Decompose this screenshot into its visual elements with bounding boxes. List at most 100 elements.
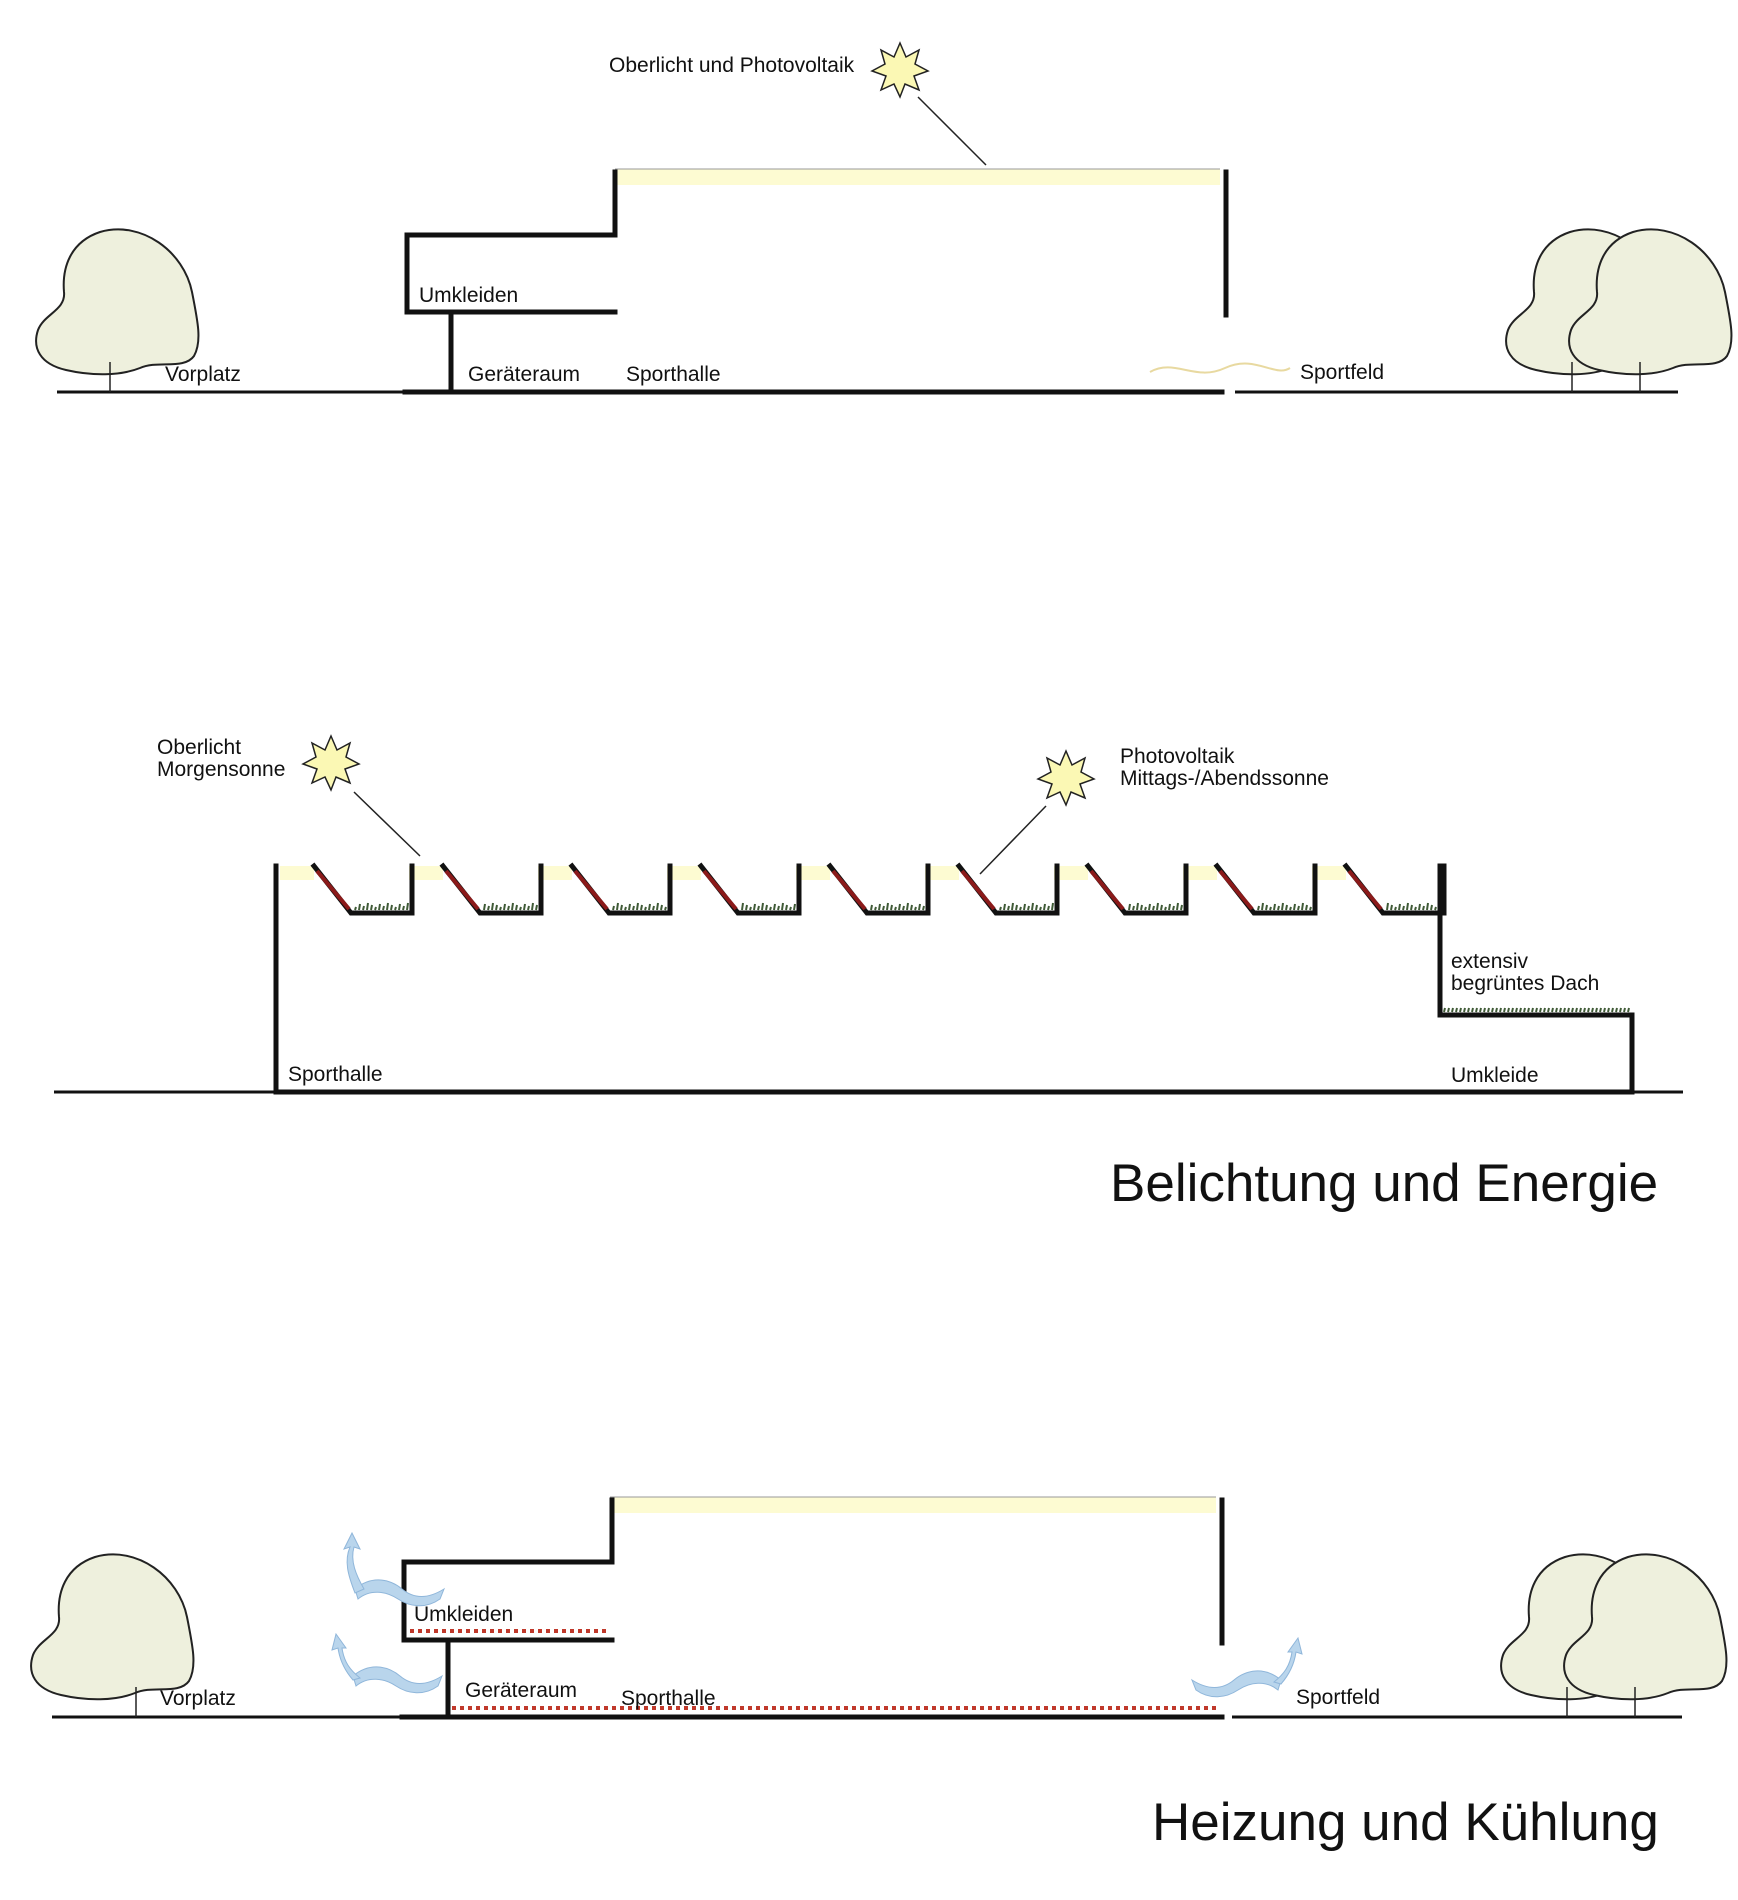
grass-blade — [1051, 902, 1054, 911]
grass-blade — [519, 906, 522, 911]
grass-blade — [1491, 1007, 1494, 1013]
grass-blade — [366, 902, 369, 911]
grass-blade — [495, 904, 498, 911]
pv-panel — [960, 869, 996, 911]
sun-icon — [871, 42, 929, 98]
grass-blade — [1559, 1007, 1562, 1013]
grass-blade — [527, 905, 530, 911]
grass-blade — [1619, 1007, 1622, 1013]
hall-outline — [273, 863, 1635, 1095]
airflow-icon — [1191, 1636, 1303, 1698]
grass-blade — [1168, 903, 1171, 911]
grass-blade — [1519, 1007, 1522, 1013]
grass-blade — [906, 902, 909, 911]
grass-blade — [1623, 1007, 1626, 1013]
grass-blade — [656, 902, 659, 911]
grass-blade — [1172, 905, 1175, 911]
grass-blade — [1430, 904, 1433, 911]
grass-blade — [922, 905, 925, 911]
grass-blade — [898, 903, 901, 911]
grass-blade — [1003, 903, 1006, 911]
grass-blade — [1011, 902, 1014, 911]
grass-blade — [1547, 1007, 1550, 1013]
grass-blade — [1499, 1007, 1502, 1013]
grass-blade — [1495, 1007, 1498, 1013]
grass-blade — [499, 906, 502, 911]
grass-blade — [1527, 1007, 1530, 1013]
equipment-room-label: Geräteraum — [465, 1679, 577, 1702]
grass-blade — [1164, 906, 1167, 911]
grass-blade — [636, 902, 639, 911]
leader-line — [917, 96, 987, 166]
grass-blade — [1414, 906, 1417, 911]
grass-blade — [1386, 902, 1389, 911]
grass-blade — [874, 906, 877, 911]
grass-blade — [1611, 1007, 1614, 1013]
roof-shed — [1342, 862, 1447, 916]
forecourt-label: Vorplatz — [160, 1687, 236, 1710]
grass-blade — [1583, 1007, 1586, 1013]
pv-panel — [1218, 869, 1254, 911]
grass-blade — [1031, 902, 1034, 911]
grass-blade — [1015, 904, 1018, 911]
leader-line — [979, 805, 1047, 875]
grass-blade — [1483, 1007, 1486, 1013]
field-label: Sportfeld — [1300, 361, 1384, 384]
grass-blade — [1140, 904, 1143, 911]
grass-blade — [660, 904, 663, 911]
grass-blade — [1426, 902, 1429, 911]
grass-blade — [1535, 1007, 1538, 1013]
grass-blade — [1543, 1007, 1546, 1013]
skylight-glazing — [409, 866, 443, 880]
grass-blade — [882, 905, 885, 911]
section-2: Oberlicht Morgensonne Photovoltaik Mitta… — [54, 735, 1683, 1095]
grass-blade — [1035, 904, 1038, 911]
grass-blade — [1297, 905, 1300, 911]
grass-blade — [1047, 905, 1050, 911]
changing-room-block — [404, 169, 618, 315]
grass-blade — [1293, 903, 1296, 911]
tree-icon — [1505, 228, 1670, 392]
grass-blade — [358, 903, 361, 911]
skylight-glazing — [1312, 866, 1346, 880]
grass-blade — [1555, 1007, 1558, 1013]
grass-blade — [511, 902, 514, 911]
grass-blade — [1176, 902, 1179, 911]
grass-blade — [1523, 1007, 1526, 1013]
grass-blade — [785, 904, 788, 911]
pv-panel — [831, 869, 867, 911]
skylight-label: Morgensonne — [157, 758, 285, 781]
tree-icon — [1568, 228, 1733, 392]
grass-blade — [640, 904, 643, 911]
pv-panel — [573, 869, 609, 911]
skylight-band — [615, 169, 1220, 185]
grass-blade — [773, 903, 776, 911]
grass-blade — [1595, 1007, 1598, 1013]
grass-blade — [1575, 1007, 1578, 1013]
grass-blade — [354, 906, 357, 911]
grass-blade — [1394, 906, 1397, 911]
grass-blade — [1459, 1007, 1462, 1013]
grass-blade — [749, 906, 752, 911]
grass-blade — [1467, 1007, 1470, 1013]
changing-room-label: Umkleiden — [419, 284, 518, 307]
airflow-icon — [343, 1531, 445, 1607]
changing-room-label: Umkleide — [1451, 1064, 1539, 1087]
grass-blade — [378, 903, 381, 911]
grass-blade — [616, 902, 619, 911]
section-3: Umkleiden Vorplatz Geräteraum Sporthalle… — [30, 1496, 1728, 1720]
hall-label: Sporthalle — [288, 1063, 383, 1086]
grass-blade — [1402, 905, 1405, 911]
grass-blade — [1563, 1007, 1566, 1013]
grass-blade — [1479, 1007, 1482, 1013]
grass-blade — [1289, 906, 1292, 911]
grass-blade — [648, 903, 651, 911]
grass-blade — [1023, 903, 1026, 911]
grass-blade — [753, 903, 756, 911]
grass-blade — [624, 906, 627, 911]
pv-panel — [444, 869, 480, 911]
grass-blade — [491, 902, 494, 911]
grass-blade — [1398, 903, 1401, 911]
grass-blade — [1455, 1007, 1458, 1013]
pv-label: Mittags-/Abendssonne — [1120, 767, 1329, 790]
